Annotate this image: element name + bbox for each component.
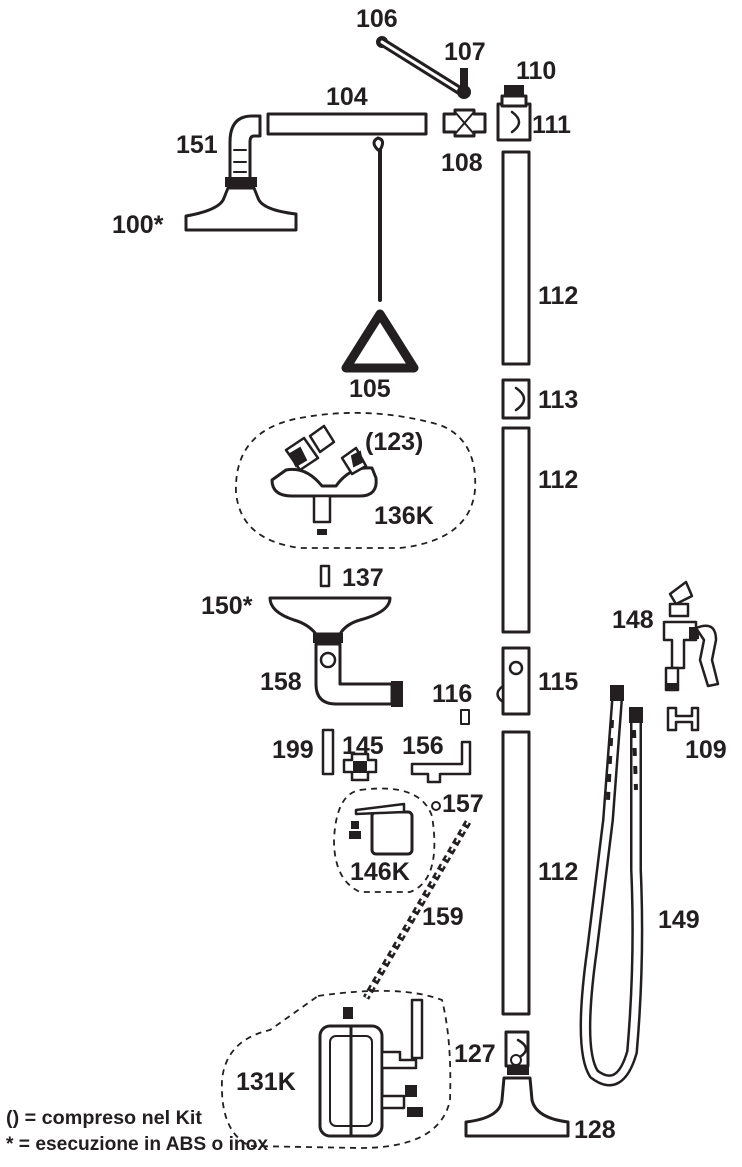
pull-rod-106	[376, 36, 467, 97]
label-116: 116	[432, 680, 472, 708]
label-137: 137	[342, 564, 384, 592]
elbow-158	[314, 642, 403, 707]
label-156: 156	[402, 732, 444, 760]
hand-spray-valve-148	[662, 580, 720, 692]
label-136k: 136K	[374, 502, 434, 530]
pipe-112-upper	[501, 150, 531, 366]
label-150: 150*	[201, 592, 253, 620]
label-106: 106	[356, 5, 398, 33]
label-104: 104	[326, 83, 368, 111]
pipe-104	[266, 112, 428, 136]
label-113: 113	[538, 386, 578, 414]
label-158: 158	[260, 668, 302, 696]
label-111: 111	[532, 111, 571, 139]
label-100: 100*	[112, 211, 164, 239]
pipe-112-lower	[501, 730, 531, 1016]
ring-157	[431, 801, 441, 811]
label-112-upper: 112	[538, 282, 578, 310]
tee-111	[496, 85, 532, 142]
label-107: 107	[444, 38, 486, 66]
cap-116	[460, 709, 470, 725]
pin-107	[460, 68, 468, 86]
hose-149	[579, 685, 644, 1087]
shower-head-100	[184, 177, 298, 232]
tee-115	[496, 646, 531, 716]
spray-137	[319, 564, 331, 588]
fitting-156	[410, 740, 472, 784]
label-128: 128	[574, 1116, 616, 1144]
tee-127	[504, 1030, 530, 1075]
legend-kit-note: () = compreso nel Kit	[6, 1108, 203, 1129]
label-123: (123)	[365, 428, 423, 456]
base-128	[464, 1076, 570, 1138]
label-112-middle: 112	[538, 466, 578, 494]
label-131k: 131K	[236, 1068, 296, 1096]
legend-material-note: * = esecuzione in ABS o inox	[6, 1134, 268, 1155]
label-151: 151	[176, 131, 218, 159]
label-199: 199	[272, 736, 314, 764]
label-157: 157	[442, 790, 484, 818]
label-145: 145	[342, 732, 384, 760]
nut-110	[500, 94, 528, 108]
eyewash-kit-136k	[235, 411, 477, 549]
valve-108	[442, 85, 487, 138]
valve-145	[342, 752, 378, 782]
label-115: 115	[538, 668, 578, 696]
label-109: 109	[685, 736, 727, 764]
hand-valve-kit-146k	[333, 787, 436, 893]
label-105: 105	[349, 375, 391, 403]
holder-109	[666, 706, 700, 732]
label-112-lower: 112	[538, 858, 578, 886]
chain-159	[362, 820, 472, 1000]
pull-handle-105	[341, 136, 419, 373]
label-148: 148	[612, 606, 654, 634]
label-127: 127	[454, 1040, 496, 1068]
label-108: 108	[441, 149, 483, 177]
label-149: 149	[658, 906, 700, 934]
elbow-151	[228, 114, 262, 184]
pipe-112-middle	[501, 426, 531, 634]
foot-pedal-kit-131k	[221, 989, 452, 1149]
tee-113	[501, 378, 531, 420]
label-159: 159	[422, 903, 464, 931]
pipe-199	[321, 728, 335, 776]
label-146k: 146K	[350, 858, 410, 886]
bowl-150	[268, 596, 392, 643]
label-110: 110	[516, 57, 556, 85]
